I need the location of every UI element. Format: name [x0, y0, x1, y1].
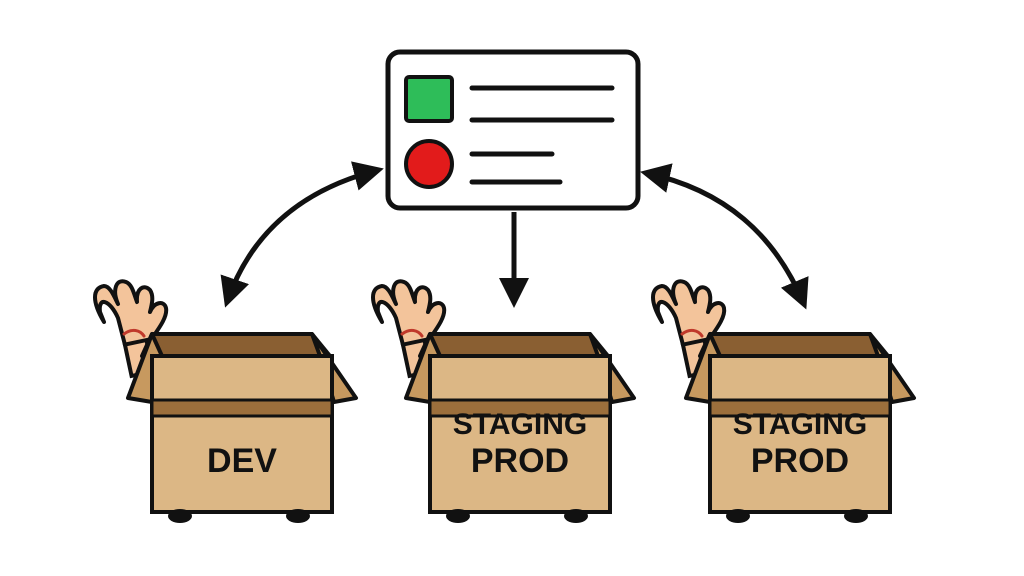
- box-label-staging: STAGING: [733, 408, 867, 441]
- box-label-prod: PROD: [751, 442, 849, 480]
- config-panel: [385, 49, 641, 211]
- box-dev: DEV: [93, 279, 358, 523]
- box-staging-prod-2: STAGING PROD: [651, 279, 916, 523]
- box-label-prod: PROD: [471, 442, 569, 480]
- box-staging-prod-1: STAGING PROD: [371, 279, 636, 523]
- green-square-icon: [404, 75, 454, 123]
- red-circle-icon: [404, 139, 454, 189]
- arrow-left-bidirectional: [220, 161, 384, 308]
- box-label-staging: STAGING: [453, 408, 587, 441]
- box-label-dev: DEV: [207, 442, 277, 480]
- arrow-right-bidirectional: [640, 163, 809, 310]
